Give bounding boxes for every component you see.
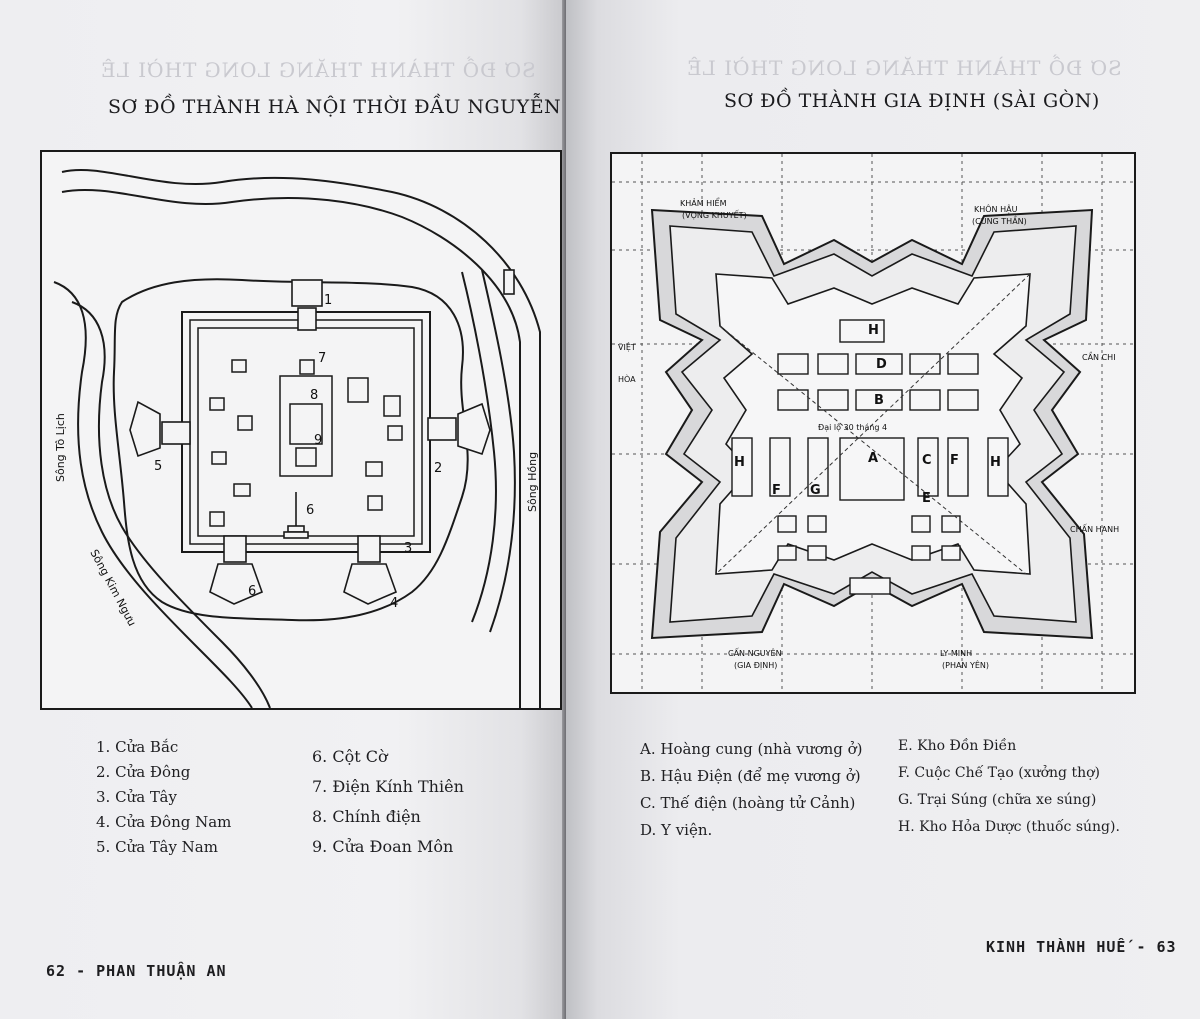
legend-item: 4. Cửa Đông Nam: [96, 813, 232, 831]
river-outer-bank: [61, 168, 541, 708]
gate-sw-label: CẤN NGUYÊN: [728, 647, 782, 658]
west-gate: [161, 421, 191, 445]
bleed-through-text: SƠ ĐỒ THÀNH THĂNG LONG THỜI LÊ: [100, 58, 536, 82]
legend-item: B. Hậu Điện (để mẹ vương ở): [640, 767, 861, 785]
legend-item: A. Hoàng cung (nhà vương ở): [640, 740, 863, 758]
gia-dinh-map-drawing: D B A C F H H F G H E Đại lộ 30 tháng 4 …: [612, 154, 1134, 692]
block-g-label: G: [810, 483, 821, 498]
right-page-footer: KINH THÀNH HUẾ - 63: [986, 938, 1177, 956]
palace-north-building: [299, 359, 315, 375]
gia-dinh-citadel-map: D B A C F H H F G H E Đại lộ 30 tháng 4 …: [610, 152, 1136, 694]
block-h-label-w: H: [734, 455, 745, 470]
legend-item: 2. Cửa Đông: [96, 763, 191, 781]
southwest-gate: [223, 535, 247, 563]
hong-river-line-2: [481, 269, 516, 633]
gate-ne-sub: (CUNG THẦN): [972, 214, 1027, 226]
west-gate-bastion: [129, 400, 161, 458]
southwest-gate-bastion: [209, 563, 264, 605]
legend-item: 7. Điện Kính Thiên: [312, 777, 464, 796]
legend-item: F. Cuộc Chế Tạo (xưởng thợ): [898, 765, 1101, 781]
legend-item: 3. Cửa Tây: [96, 788, 177, 806]
left-page-footer: 62 - PHAN THUẬN AN: [46, 962, 227, 980]
label-song-kim-nguu: Sông Kim Ngưu: [87, 547, 138, 628]
right-page: SƠ ĐỒ THÀNH THĂNG LONG THỜI LÊ SƠ ĐỒ THÀ…: [566, 0, 1200, 1019]
gate-sw-sub: (GIA ĐỊNH): [734, 661, 777, 671]
flag-tower-drawing: [283, 492, 309, 539]
block-a-label: A: [868, 451, 878, 466]
road-e-label: CẦN CHI: [1082, 350, 1116, 362]
north-gate: [297, 307, 317, 331]
southeast-gate: [357, 535, 381, 563]
left-legend-col1: 1. Cửa Bắc 2. Cửa Đông 3. Cửa Tây 4. Cửa…: [96, 735, 231, 860]
legend-item: 1. Cửa Bắc: [96, 738, 179, 756]
block-f2-label: F: [772, 483, 781, 498]
marker-5: 5: [154, 459, 162, 474]
legend-item: 6. Cột Cờ: [312, 747, 388, 766]
left-page-title: SƠ ĐỒ THÀNH HÀ NỘI THỜI ĐẦU NGUYỄN: [108, 96, 562, 118]
block-d-label: D: [876, 357, 887, 372]
gate-nw-sub: (VỌNG KHUYẾT): [682, 209, 747, 220]
hanoi-map-drawing: 1 2 3 4 5 6 7 8 9 6 Sông Tô Lịch Sông Hồ…: [53, 168, 541, 709]
left-page: SƠ ĐỒ THÀNH THĂNG LONG THỜI LÊ SƠ ĐỒ THÀ…: [0, 0, 566, 1019]
road-e2-label: CHẤN HANH: [1070, 523, 1119, 534]
marker-9: 9: [314, 433, 322, 448]
center-road-label: Đại lộ 30 tháng 4: [818, 422, 887, 433]
kim-nguu-outer: [53, 281, 253, 709]
label-song-hong: Sông Hồng: [526, 452, 539, 512]
hong-river-line: [461, 271, 497, 623]
block-c-label: C: [922, 453, 932, 468]
block-f-label: F: [950, 453, 959, 468]
bleed-through-text: SƠ ĐỒ THÀNH THĂNG LONG THỜI LÊ: [686, 56, 1122, 80]
east-gate-bastion: [457, 402, 491, 456]
legend-item: G. Trại Súng (chữa xe súng): [898, 792, 1097, 808]
marker-6: 6: [248, 584, 256, 599]
kinh-thien-palace: [289, 403, 323, 445]
gate-nw-label: KHẢM HIỂM: [680, 196, 727, 208]
north-gate-tower: [291, 279, 323, 307]
marker-4: 4: [390, 596, 398, 611]
east-gate: [427, 417, 457, 441]
right-legend-col2: E. Kho Đồn Điền F. Cuộc Chế Tạo (xưởng t…: [898, 733, 1120, 841]
gate-se-sub: (PHAN YÊN): [942, 659, 989, 670]
citadel-moat: [112, 278, 469, 622]
block-e-label: E: [922, 491, 931, 506]
marker-1: 1: [324, 293, 332, 308]
marker-2: 2: [434, 461, 442, 476]
right-legend-col1: A. Hoàng cung (nhà vương ở) B. Hậu Điện …: [640, 736, 863, 844]
legend-item: D. Y viện.: [640, 821, 713, 839]
block-b-label: B: [874, 393, 884, 408]
kim-nguu-inner: [71, 301, 271, 709]
block-h-label-e: H: [990, 455, 1001, 470]
northeast-post: [503, 269, 515, 295]
southeast-gate-bastion: [343, 563, 398, 605]
label-song-to-lich: Sông Tô Lịch: [54, 413, 67, 482]
left-legend-col2: 6. Cột Cờ 7. Điện Kính Thiên 8. Chính đi…: [312, 742, 464, 862]
right-page-title: SƠ ĐỒ THÀNH GIA ĐỊNH (SÀI GÒN): [724, 90, 1100, 112]
gate-se-label: LY MINH: [940, 649, 972, 658]
marker-8: 8: [310, 388, 318, 403]
legend-item: H. Kho Hỏa Dược (thuốc súng).: [898, 819, 1120, 835]
legend-item: 5. Cửa Tây Nam: [96, 838, 218, 856]
legend-item: 9. Cửa Đoan Môn: [312, 837, 454, 856]
road-w-label: VIỆT: [618, 341, 636, 353]
legend-item: 8. Chính điện: [312, 807, 421, 826]
marker-7: 7: [318, 351, 326, 366]
marker-3: 3: [404, 541, 412, 556]
legend-item: E. Kho Đồn Điền: [898, 738, 1017, 754]
road-w2-label: HÒA: [618, 373, 636, 384]
hanoi-citadel-map: 1 2 3 4 5 6 7 8 9 6 Sông Tô Lịch Sông Hồ…: [40, 150, 562, 710]
river-inner-bank: [61, 188, 521, 708]
doan-mon-gate: [295, 447, 317, 467]
block-h3-label: H: [868, 323, 879, 338]
marker-6b: 6: [306, 503, 314, 518]
gate-ne-label: KHÔN HẬU: [974, 203, 1018, 215]
legend-item: C. Thế điện (hoàng tử Cảnh): [640, 794, 856, 812]
